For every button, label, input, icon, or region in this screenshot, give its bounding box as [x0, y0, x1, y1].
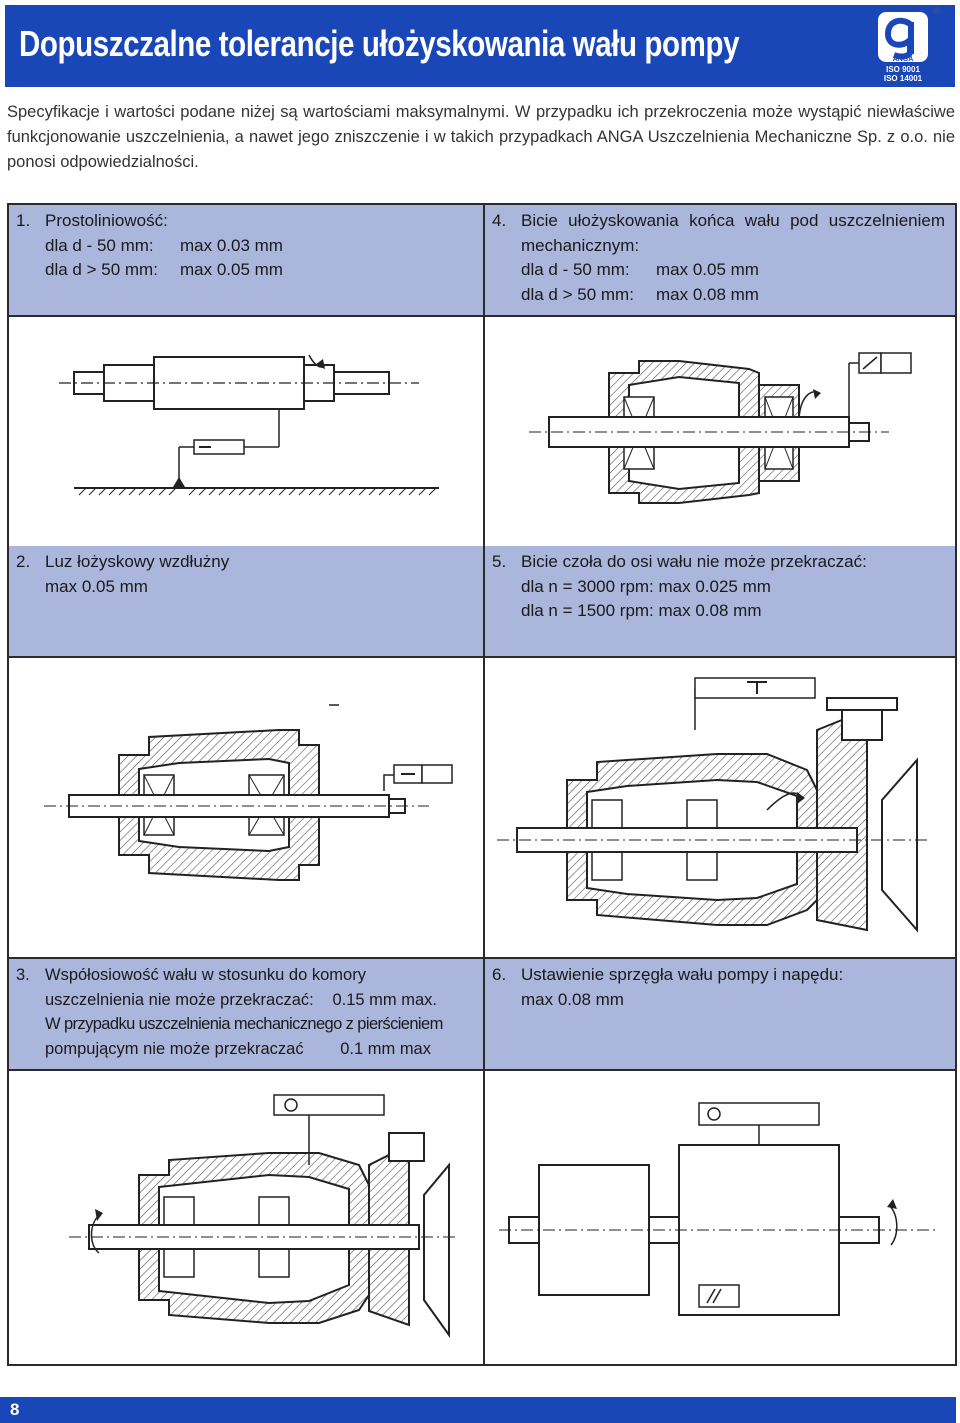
- grid-divider-h4: [9, 1069, 955, 1071]
- diagram-coaxiality: [69, 1094, 459, 1339]
- registered-mark: ®: [933, 6, 941, 17]
- section-6-value: max 0.08 mm: [521, 989, 624, 1009]
- section-5-number: 5.: [492, 552, 507, 571]
- section-1-title: Prostoliniowość:: [45, 211, 168, 230]
- footer-bar: 8: [0, 1397, 956, 1423]
- section-5-value-1: dla n = 3000 rpm: max 0.025 mm: [521, 576, 771, 596]
- section-6-number: 6.: [492, 965, 507, 984]
- page-number: 8: [10, 1400, 20, 1419]
- iso-14001-label: ISO 14001: [884, 74, 923, 83]
- page-title: Dopuszczalne tolerancje ułożyskowania wa…: [19, 23, 740, 64]
- diagram-shaft-straightness: [59, 354, 439, 496]
- section-3-value-1: 0.15 mm max.: [332, 990, 437, 1009]
- header-bar: Dopuszczalne tolerancje ułożyskowania wa…: [5, 5, 955, 87]
- section-3-value-2: 0.1 mm max: [340, 1039, 431, 1058]
- section-3-line-3: W przypadku uszczelnienia mechanicznego …: [45, 1015, 443, 1033]
- section-1-value-1: max 0.03 mm: [180, 235, 283, 255]
- section-4-value-1: max 0.05 mm: [656, 260, 759, 279]
- grid-divider-vertical: [483, 205, 485, 1364]
- section-4-cond-2: dla d > 50 mm:: [521, 284, 634, 304]
- section-6-title: Ustawienie sprzęgła wału pompy i napędu:: [521, 965, 844, 984]
- section-2-number: 2.: [16, 552, 31, 571]
- section-3-number: 3.: [16, 966, 30, 984]
- section-2-value: max 0.05 mm: [45, 576, 148, 596]
- section-1-cond-1: dla d - 50 mm:: [45, 235, 154, 255]
- logo-letters: ANGA: [893, 56, 914, 63]
- section-1-header: 1. Prostoliniowość: dla d - 50 mm: max 0.…: [9, 205, 483, 315]
- section-3-line-1: Współosiowość wału w stosunku do komory: [45, 966, 366, 984]
- section-1-cond-2: dla d > 50 mm:: [45, 260, 158, 279]
- section-2-header: 2. Luz łożyskowy wzdłużny max 0.05 mm: [9, 546, 483, 656]
- section-5-value-2: dla n = 1500 rpm: max 0.08 mm: [521, 601, 762, 620]
- section-4-number: 4.: [492, 211, 507, 230]
- section-4-cond-1: dla d - 50 mm:: [521, 260, 630, 279]
- section-4-header: 4. Bicie ułożyskowania końca wału pod us…: [485, 205, 955, 315]
- section-1-number: 1.: [16, 211, 31, 230]
- diagram-coupling-alignment: [499, 1102, 939, 1316]
- intro-text: Specyfikacje i wartości podane niżej są …: [7, 103, 955, 171]
- section-3-line-2: uszczelnienia nie może przekraczać:: [45, 990, 314, 1009]
- section-1-value-2: max 0.05 mm: [180, 260, 283, 279]
- section-6-header: 6. Ustawienie sprzęgła wału pompy i napę…: [485, 959, 955, 1069]
- diagram-bearing-runout: [529, 352, 912, 504]
- section-4-title: Bicie ułożyskowania końca wału pod uszcz…: [521, 211, 945, 255]
- diagram-face-runout: [497, 677, 927, 933]
- company-logo: ANGA ISO 9001 ISO 14001: [872, 8, 934, 84]
- grid-divider-h2: [9, 656, 955, 658]
- tolerance-grid: 1. Prostoliniowość: dla d - 50 mm: max 0.…: [7, 203, 957, 1366]
- section-5-title: Bicie czoła do osi wału nie może przekra…: [521, 552, 867, 571]
- section-3-line-4: pompującym nie może przekraczać: [45, 1039, 304, 1058]
- grid-divider-h3: [9, 957, 955, 959]
- section-5-header: 5. Bicie czoła do osi wału nie może prze…: [485, 546, 955, 656]
- section-3-header: 3. Współosiowość wału w stosunku do komo…: [9, 959, 483, 1069]
- grid-divider-h1: [9, 315, 955, 317]
- section-4-value-2: max 0.08 mm: [656, 284, 759, 304]
- diagram-axial-play: [44, 704, 453, 881]
- iso-9001-label: ISO 9001: [886, 65, 920, 74]
- section-2-title: Luz łożyskowy wzdłużny: [45, 552, 230, 571]
